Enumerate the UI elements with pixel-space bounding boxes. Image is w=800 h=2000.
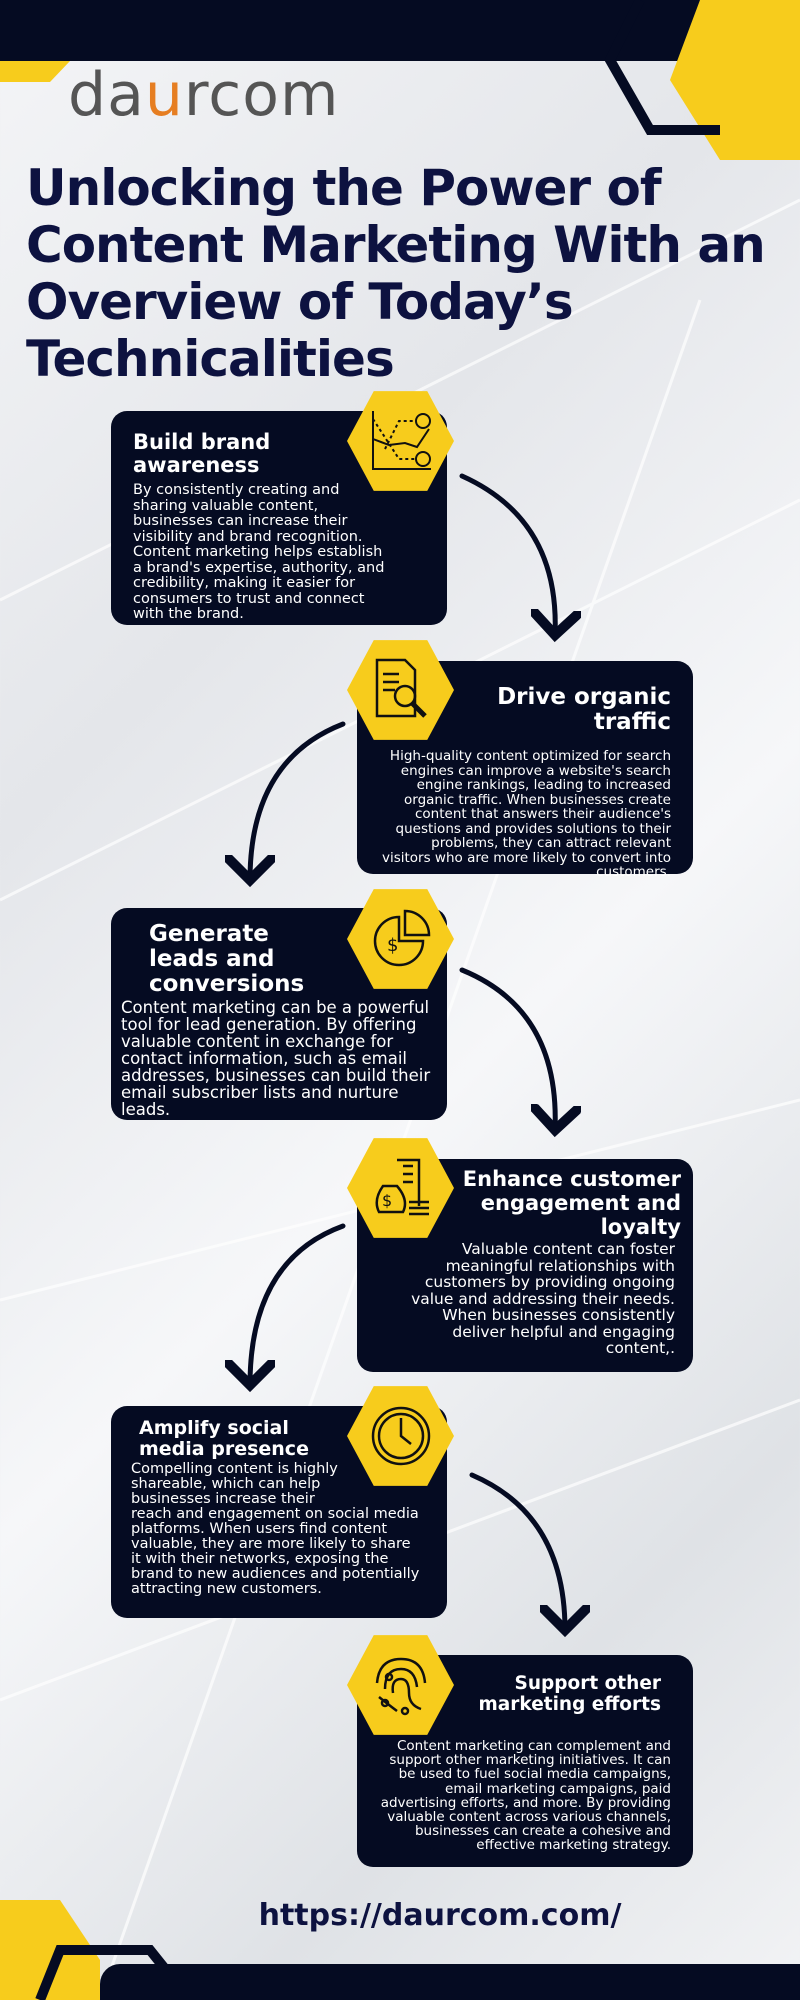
card-build-brand-awareness: Build brand awareness By consistently cre… <box>111 411 447 625</box>
logo: daurcom <box>68 60 339 130</box>
website-link[interactable]: https://daurcom.com/ <box>258 1898 622 1933</box>
card-body: Content marketing can be a powerful tool… <box>121 998 431 1119</box>
card-title: Support other marketing efforts <box>478 1673 662 1715</box>
top-bar <box>0 0 700 61</box>
arrow-5 <box>469 1472 565 1630</box>
svg-text:$: $ <box>382 1191 392 1210</box>
arrow-2 <box>250 721 346 880</box>
card-title: Amplify social media presence <box>139 1417 309 1460</box>
title-line: Unlocking the Power of <box>26 159 662 217</box>
logo-prefix: da <box>68 60 145 130</box>
card-body: High-quality content optimized for searc… <box>381 748 671 880</box>
card-body: By consistently creating and sharing val… <box>133 482 385 622</box>
card-body: Valuable content can foster meaningful r… <box>411 1240 675 1357</box>
arrow-4 <box>250 1223 346 1385</box>
arrow-3 <box>459 967 555 1130</box>
chart-question-icon <box>347 391 454 491</box>
bottom-bar <box>100 1964 800 2000</box>
arrow-1 <box>459 473 555 635</box>
card-body: Compelling content is highly shareable, … <box>131 1461 420 1597</box>
card-title: Drive organic traffic <box>497 684 671 735</box>
card-title: Generate leads and conversions <box>149 921 305 997</box>
logo-accent: u <box>144 60 184 130</box>
card-title: Build brand awareness <box>133 430 271 477</box>
card-body: Content marketing can complement and sup… <box>380 1738 671 1854</box>
title-line: Technicalities <box>26 330 395 388</box>
title-line: Content Marketing With an <box>26 216 766 274</box>
logo-suffix: rcom <box>183 60 340 130</box>
title-line: Overview of Today’s <box>26 273 574 331</box>
card-title: Enhance customer engagement and loyalty <box>462 1167 681 1239</box>
svg-text:$: $ <box>387 935 398 956</box>
